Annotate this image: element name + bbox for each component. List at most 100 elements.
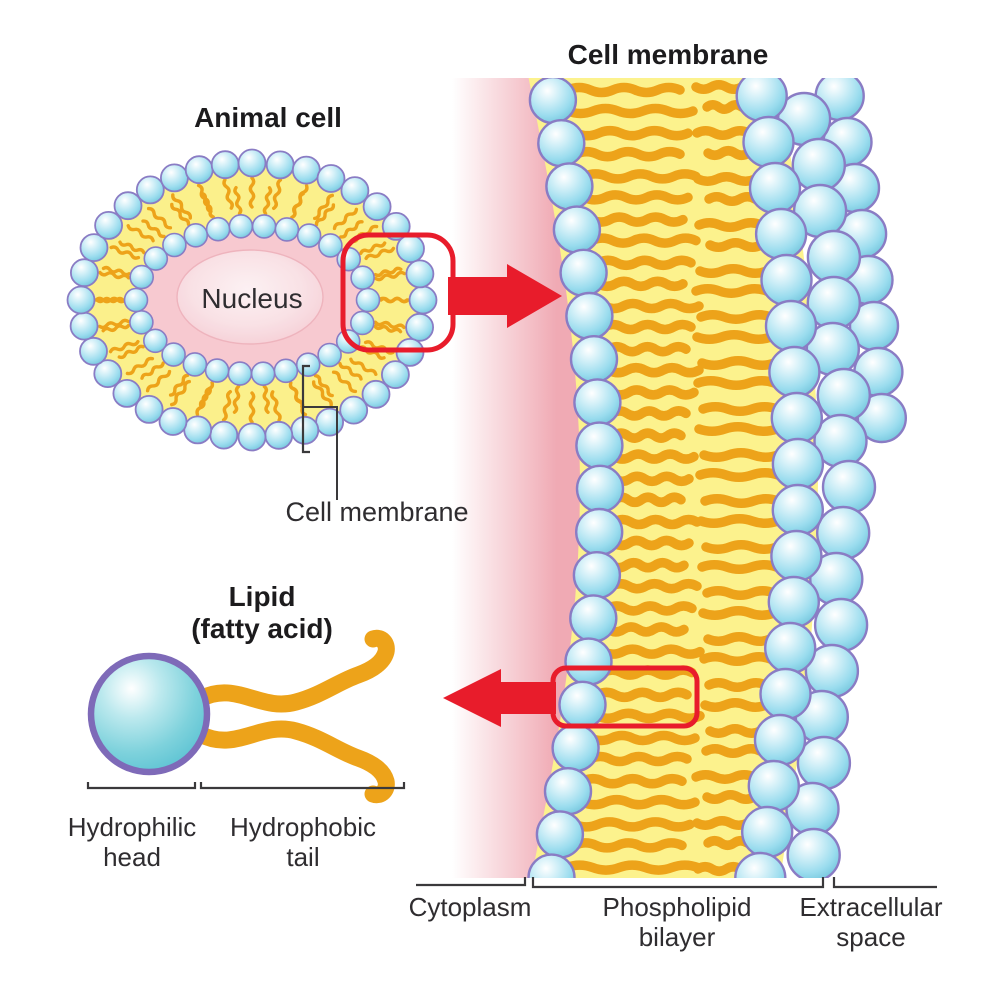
hydrophobic-label-line2: tail (286, 842, 319, 872)
hydrophobic-tail (694, 422, 782, 436)
hydrophobic-tail (693, 862, 746, 876)
hydrophobic-tail (125, 356, 155, 376)
phospholipid-label-line2: bilayer (639, 922, 716, 952)
phospholipid-head (135, 175, 165, 205)
phospholipid-head (747, 759, 800, 813)
phospholipid-head (770, 391, 823, 445)
hydrophobic-tail (262, 186, 273, 216)
hydrophobic-tail (579, 169, 701, 184)
phospholipid-head (813, 597, 869, 653)
phospholipid-head (350, 265, 375, 291)
hydrophobic-tail (699, 448, 783, 462)
hydrophobic-tail (140, 361, 165, 380)
phospholipid-head (273, 358, 299, 384)
hydrophobic-label-line1: Hydrophobic (230, 812, 376, 842)
phospholipid-head (405, 312, 435, 342)
extracellular-label-line2: space (836, 922, 905, 952)
hydrophobic-tail (694, 218, 766, 232)
phospholipid-head (227, 361, 253, 386)
phospholipid-head (205, 216, 231, 242)
hydrophobic-tail (117, 344, 145, 360)
hydrophobic-tail (607, 406, 691, 421)
hydrophobic-tail (198, 381, 215, 408)
hydrophobic-tail (692, 330, 776, 344)
bracket-hydrophobic-tail (199, 782, 406, 790)
hydrophobic-tail (607, 385, 699, 400)
bilayer-tails (561, 80, 783, 876)
phospholipid-head (317, 342, 342, 368)
phospholipid-head (264, 420, 294, 450)
phospholipid-head (94, 210, 123, 240)
phospholipid-head (79, 336, 108, 366)
hydrophobic-tail (705, 238, 766, 252)
hydrophobic-tail (313, 193, 334, 221)
hydrophobic-tail (563, 82, 685, 98)
animal-cell-title: Animal cell (194, 102, 342, 133)
phospholipid-head (527, 853, 576, 878)
hydrophobic-tail (703, 632, 775, 646)
phospholipid-head (564, 637, 613, 686)
hydrophobic-tail (359, 241, 387, 255)
phospholipid-head (159, 163, 189, 193)
bracket-cell-membrane (301, 364, 310, 454)
hydrophobic-tail (609, 535, 694, 551)
hydrophobic-tail (311, 380, 333, 407)
phospholipid-head (771, 437, 825, 491)
hydrophobic-tail (109, 245, 141, 260)
phospholipid-head (734, 851, 787, 878)
hydrophobic-tail (607, 578, 702, 594)
phospholipid-head (265, 150, 295, 180)
hydrophobic-tail (692, 816, 752, 830)
hydrophobic-tail (704, 192, 760, 206)
phospholipid-head (296, 223, 322, 248)
nucleus-label: Nucleus (201, 283, 302, 314)
hydrophobic-tail (570, 838, 687, 853)
hydrophobic-tail (698, 402, 782, 416)
phospholipid-head (741, 805, 794, 859)
hydrophilic-head-sphere (87, 652, 211, 776)
phospholipid-head (764, 621, 817, 675)
hydrophobic-tail (585, 751, 692, 767)
lipid-title-line1: Lipid (229, 581, 296, 612)
phospholipid-head (79, 233, 109, 263)
phospholipid-head (361, 379, 391, 409)
hydrophobic-tail (604, 362, 704, 378)
phospholipid-head (569, 594, 618, 643)
phospholipid-head (69, 311, 99, 341)
hydrophobic-tail (700, 494, 783, 508)
phospholipid-head (112, 378, 142, 408)
phospholipid-head (551, 723, 600, 773)
phospholipid-head (559, 248, 608, 297)
phospholipid-head (754, 207, 808, 261)
callout-line-cell-membrane (304, 406, 338, 500)
phospholipid-head (535, 810, 585, 859)
phospholipid-head (408, 285, 438, 315)
phospholipid-head (162, 232, 187, 258)
hydrophobic-tail (696, 514, 783, 528)
zoom-arrow-left-icon (443, 669, 556, 727)
hydrophobic-tail (98, 318, 130, 330)
hydrophobic-tail (349, 357, 378, 376)
hydrophobic-tail (592, 708, 705, 724)
phospholipid-head (183, 415, 213, 445)
hydrophobic-tail (587, 212, 688, 227)
hydrophobic-tail (610, 471, 694, 487)
hydrophobic-tail (599, 298, 704, 314)
phospholipid-head (316, 164, 346, 193)
phospholipid-head (274, 217, 300, 242)
hydrophobic-tail (609, 514, 702, 530)
hydrophobic-tail (571, 146, 685, 162)
hydrophobic-tail-lower (191, 720, 395, 804)
hydrophobic-tail (248, 176, 256, 209)
phospholipid-head (806, 229, 862, 285)
animal-cell-figure (66, 148, 438, 452)
phospholipid-label-line1: Phospholipid (603, 892, 752, 922)
phospholipid-head (767, 575, 820, 629)
hydrophobic-tail (698, 606, 779, 620)
phospholipid-head (771, 483, 824, 537)
hydrophobic-tail (374, 270, 406, 282)
hydrophobic-tail (598, 665, 697, 680)
phospholipid-head (768, 345, 821, 399)
hydrophobic-tail (170, 379, 191, 407)
hydrophobic-tail (700, 698, 771, 712)
